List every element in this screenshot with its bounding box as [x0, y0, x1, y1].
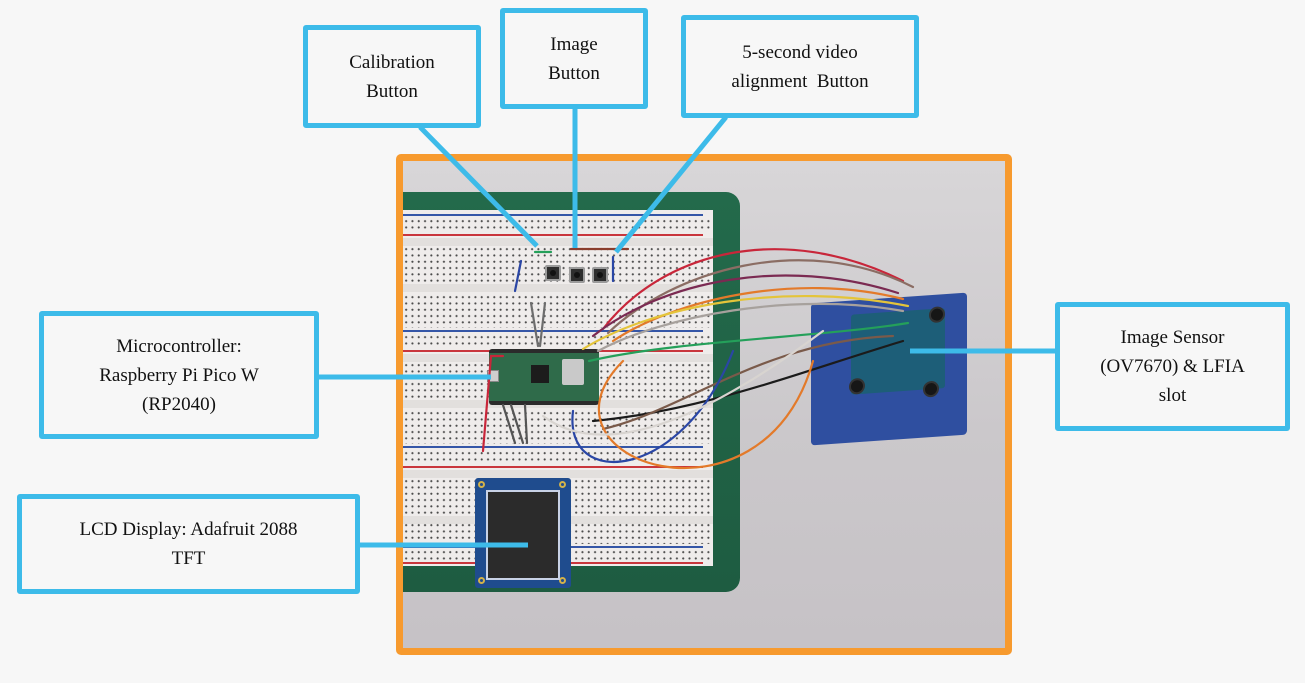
image-push-button [569, 267, 585, 283]
wire-brown [606, 259, 915, 335]
wire-orange [611, 286, 905, 343]
wire-red [601, 248, 905, 331]
wire-black [591, 339, 905, 423]
breadboard-gap [403, 470, 713, 478]
rail-red [403, 234, 703, 236]
lcd-screen [486, 490, 560, 580]
wire-gray-jumper-2 [538, 301, 547, 348]
wire-brown-2 [601, 334, 895, 431]
callout-text-line: (OV7670) & LFIA [1100, 356, 1245, 377]
mounting-hole [478, 577, 485, 584]
callout-text-line: Calibration [349, 51, 435, 73]
rail-blue [403, 446, 703, 448]
callout-image-sensor: Image Sensor (OV7670) & LFIA slot [1055, 302, 1290, 431]
wire-blue [571, 349, 735, 464]
wireless-module-shield [562, 359, 584, 385]
wire-orange-2 [597, 359, 815, 470]
breadboard-rail-holes [403, 334, 713, 348]
wire-green [587, 321, 910, 363]
callout-text-line: Image [550, 33, 598, 55]
photo-frame [396, 154, 1012, 655]
wire-blue-jumper [513, 259, 523, 293]
breadboard-gap [403, 284, 713, 292]
breadboard-terminal-holes [403, 410, 713, 444]
mounting-hole [559, 577, 566, 584]
callout-microcontroller: Microcontroller: Raspberry Pi Pico W (RP… [39, 311, 319, 439]
callout-text-line: slot [1158, 385, 1187, 406]
rail-blue [403, 330, 703, 332]
calibration-push-button [545, 265, 561, 281]
callout-text-line: Microcontroller: [116, 335, 242, 357]
wire-gray-jumper-3 [501, 403, 517, 445]
wire-gray-jumper-5 [523, 403, 529, 445]
wire-purple [591, 274, 900, 338]
rail-red [403, 466, 703, 468]
video-alignment-push-button [592, 267, 608, 283]
wire-yellow [581, 294, 910, 351]
callout-text-line: Raspberry Pi Pico W [99, 364, 259, 386]
callout-text-line: 5-second video [742, 41, 858, 63]
rp2040-chip [531, 365, 549, 383]
mounting-hole [478, 481, 485, 488]
raspberry-pi-pico-w-board [487, 349, 599, 405]
callout-text-line: Button [366, 80, 418, 102]
breadboard-terminal-holes [403, 294, 713, 328]
wire-gray-jumper [529, 301, 540, 348]
wire-gray [596, 302, 905, 353]
callout-text-line: alignment Button [731, 70, 869, 92]
wire-white [541, 329, 825, 436]
mounting-hole [559, 481, 566, 488]
rail-blue [403, 214, 703, 216]
wire-gray-jumper-4 [509, 403, 525, 445]
wire-red-jumper [481, 354, 505, 453]
breadboard-rail-holes [403, 450, 713, 464]
callout-text-line: (RP2040) [142, 393, 216, 415]
callout-text-line: Button [548, 62, 600, 84]
callout-calibration-button: Calibration Button [303, 25, 481, 128]
callout-image-button: Image Button [500, 8, 648, 109]
callout-text-line: LCD Display: Adafruit 2088 [79, 519, 298, 540]
callout-video-alignment-button: 5-second video alignment Button [681, 15, 919, 118]
callout-text-line: Image Sensor [1120, 327, 1225, 348]
callout-text-line: TFT [171, 548, 206, 569]
lcd-display-board [475, 478, 571, 588]
callout-lcd-display: LCD Display: Adafruit 2088 TFT [17, 494, 360, 594]
breadboard-gap [403, 238, 713, 246]
jumper-wires [481, 247, 915, 470]
